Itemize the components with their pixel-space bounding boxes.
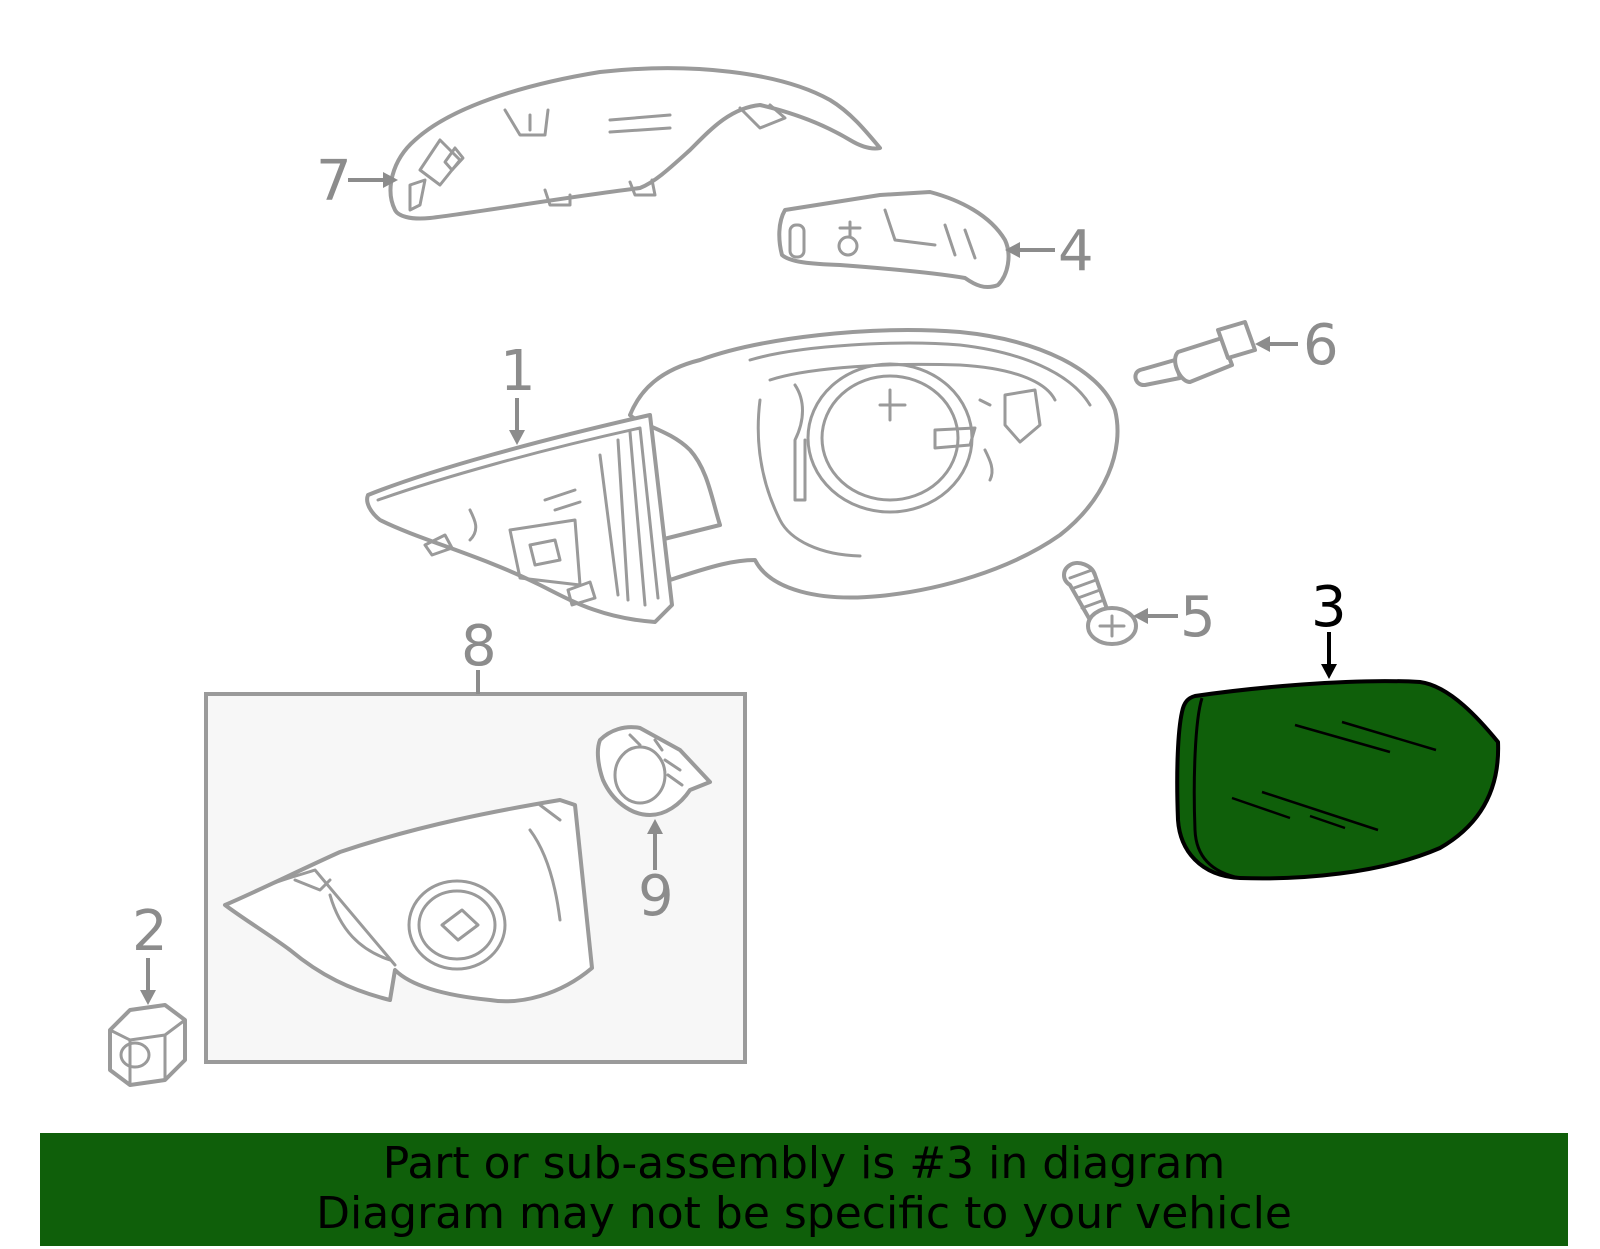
part-6-bulb[interactable] — [1133, 320, 1257, 387]
part-2-nut[interactable] — [108, 1003, 187, 1087]
info-banner: Part or sub-assembly is #3 in diagram Di… — [40, 1133, 1568, 1246]
callout-9[interactable]: 9 — [638, 864, 674, 929]
part-8-subassembly-box[interactable] — [204, 692, 747, 1064]
callout-1[interactable]: 1 — [500, 339, 536, 404]
part-5-screw[interactable] — [1062, 561, 1138, 646]
callout-arrows — [140, 172, 1337, 1005]
callout-3[interactable]: 3 — [1311, 575, 1347, 640]
part-3-mirror-glass[interactable] — [1175, 679, 1501, 881]
banner-line-1: Part or sub-assembly is #3 in diagram — [382, 1138, 1226, 1189]
part-4-bracket[interactable] — [777, 190, 1011, 289]
callout-4[interactable]: 4 — [1058, 219, 1094, 284]
callout-6[interactable]: 6 — [1303, 313, 1339, 378]
part-9-seal[interactable] — [595, 725, 712, 817]
callout-numbers: 1 2 3 4 5 6 7 8 9 — [132, 149, 1347, 964]
callout-7[interactable]: 7 — [316, 149, 352, 214]
banner-line-2: Diagram may not be specific to your vehi… — [316, 1188, 1292, 1239]
part-7-mirror-cap[interactable] — [388, 66, 882, 221]
callout-8[interactable]: 8 — [461, 614, 497, 679]
callout-5[interactable]: 5 — [1180, 585, 1216, 650]
callout-2[interactable]: 2 — [132, 899, 168, 964]
part-1-mirror-housing[interactable] — [365, 328, 1120, 624]
